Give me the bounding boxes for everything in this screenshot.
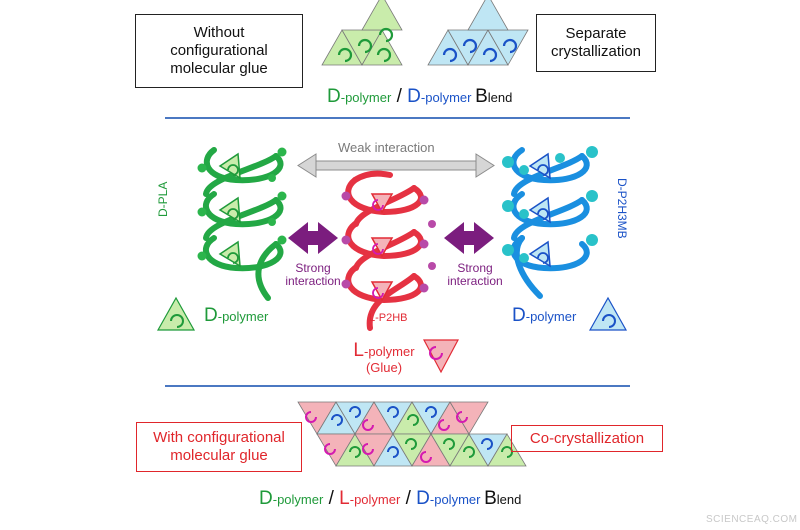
bottom-blend-d-text: -polymer — [272, 492, 324, 507]
with-glue-line-2: molecular glue — [170, 447, 268, 464]
co-crystallization-box: Co-crystallization — [511, 425, 663, 452]
l-polymer-triangle — [423, 339, 459, 374]
top-blend-slash: / — [391, 86, 408, 107]
separate-green-tiles — [321, 0, 403, 66]
bottom-blend-label: D-polymer / L-polymer / D-polymer Blend — [259, 488, 521, 509]
bottom-blend-d2-letter: D — [416, 488, 430, 509]
separate-blue-arrows — [442, 38, 518, 63]
weak-interaction-arrow — [297, 153, 495, 178]
strong-interaction-right-label: Strong interaction — [438, 261, 512, 289]
strong-left-line-1: Strong — [295, 261, 331, 275]
co-crystal-arrows — [305, 406, 513, 463]
separate-crystallization-line-1: Separate — [565, 25, 627, 42]
separate-blue-tiles — [427, 0, 529, 66]
l-polymer-glue: (Glue) — [365, 360, 403, 376]
top-blend-d2-letter: D — [407, 86, 421, 107]
l-polymer-text: -polymer — [364, 344, 415, 359]
top-blend-label: D-polymer / D-polymer Blend — [327, 86, 512, 107]
d-polymer-right-text: -polymer — [525, 309, 577, 324]
top-blend-b-text: lend — [487, 90, 513, 105]
strong-interaction-arrow-right — [444, 222, 494, 254]
bottom-blend-b-text: lend — [496, 492, 522, 507]
d-polymer-left-letter: D — [204, 305, 218, 326]
strong-left-line-2: interaction — [285, 274, 341, 289]
d-pla-label: D-PLA — [156, 181, 170, 217]
bottom-blend-l-letter: L — [339, 488, 350, 509]
l-p2hb-label: L-P2HB — [369, 312, 408, 324]
d-polymer-left-label: D-polymer — [204, 305, 268, 326]
weak-interaction-label: Weak interaction — [338, 140, 435, 155]
without-glue-line-1: Without — [193, 24, 245, 41]
d-polymer-triangle-left — [156, 296, 196, 331]
with-glue-line-1: With configurational — [153, 429, 285, 446]
strong-interaction-left-label: Strong interaction — [276, 261, 350, 289]
top-blend-d1-text: -polymer — [340, 90, 392, 105]
l-polymer-letter: L — [353, 340, 364, 361]
d-polymer-right-letter: D — [512, 305, 526, 326]
d-p2h3mb-label: D-P2H3MB — [615, 178, 629, 239]
with-glue-box: With configurational molecular glue — [136, 422, 302, 472]
bottom-blend-d-letter: D — [259, 488, 273, 509]
d-polymer-triangle-right — [588, 296, 628, 331]
co-crystallization-text: Co-crystallization — [529, 429, 645, 447]
d-pla-helix — [197, 147, 287, 301]
bottom-blend-d2-text: -polymer — [429, 492, 485, 507]
strong-right-line-2: interaction — [447, 274, 503, 289]
co-crystal-tiles — [297, 401, 527, 467]
l-polymer-label: L-polymer (Glue) — [344, 340, 424, 376]
strong-right-line-1: Strong — [457, 261, 493, 275]
separate-green-arrows — [337, 27, 394, 63]
without-glue-box: Without configurational molecular glue — [135, 14, 303, 88]
strong-interaction-arrow-left — [288, 222, 338, 254]
separate-crystallization-line-2: crystallization — [550, 43, 642, 60]
bottom-blend-slash-2: / — [400, 488, 417, 509]
bottom-blend-slash-1: / — [323, 488, 340, 509]
top-blend-d2-text: -polymer — [420, 90, 476, 105]
top-blend-b-letter: B — [475, 86, 488, 107]
top-blend-d1-letter: D — [327, 86, 341, 107]
l-p2hb-helix — [341, 170, 436, 331]
without-glue-line-3: molecular glue — [170, 60, 268, 77]
separate-crystallization-box: Separate crystallization — [536, 14, 656, 72]
d-polymer-left-text: -polymer — [217, 309, 269, 324]
d-polymer-right-label: D-polymer — [512, 305, 576, 326]
watermark: SCIENCEAQ.COM — [706, 514, 798, 525]
bottom-blend-b-letter: B — [484, 488, 497, 509]
without-glue-line-2: configurational — [170, 42, 268, 59]
bottom-blend-l-text: -polymer — [349, 492, 401, 507]
d-p2h3mb-helix — [502, 146, 598, 299]
